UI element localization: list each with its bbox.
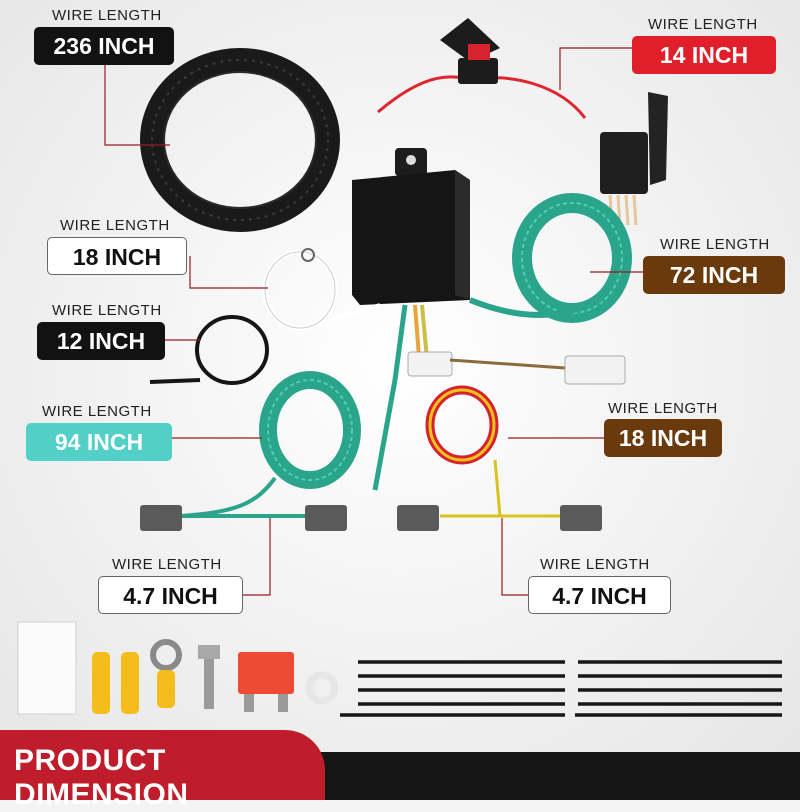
length-label-72: 72 INCH	[643, 256, 785, 294]
caption-top-right: WIRE LENGTH	[648, 16, 758, 33]
length-label-14: 14 INCH	[632, 36, 776, 74]
white-ground-wire-loop	[262, 248, 381, 331]
module-output-wires	[372, 304, 626, 491]
caption-left-mid: WIRE LENGTH	[52, 302, 162, 319]
caption-left-upper: WIRE LENGTH	[60, 217, 170, 234]
red-yellow-wire-coil	[425, 385, 560, 518]
caption-top-left: WIRE LENGTH	[52, 7, 162, 24]
black-ground-wire-loop	[149, 315, 269, 385]
caption-left-lower: WIRE LENGTH	[42, 403, 152, 420]
caption-right-lower: WIRE LENGTH	[608, 400, 718, 417]
black-wire-coil	[140, 48, 340, 232]
accessories-kit	[17, 621, 782, 717]
leader-lines	[104, 47, 643, 596]
banner-red-tab: PRODUCT DIMENSION	[0, 730, 325, 811]
caption-bottom-right: WIRE LENGTH	[540, 556, 650, 573]
green-flat-wire-coil-72	[468, 193, 632, 323]
banner-title: PRODUCT DIMENSION	[14, 744, 189, 811]
length-label-12: 12 INCH	[37, 322, 165, 360]
caption-right-upper: WIRE LENGTH	[660, 236, 770, 253]
caption-bottom-left: WIRE LENGTH	[112, 556, 222, 573]
banner-dark-strip	[300, 752, 800, 800]
length-label-18-white: 18 INCH	[47, 237, 187, 275]
green-flat-wire-coil-94	[179, 371, 361, 518]
length-label-94: 94 INCH	[26, 423, 172, 461]
length-label-236: 236 INCH	[34, 27, 174, 65]
length-label-4-7-right: 4.7 INCH	[528, 576, 671, 614]
converter-module	[352, 148, 470, 305]
length-label-4-7-left: 4.7 INCH	[98, 576, 243, 614]
length-label-18-brown: 18 INCH	[604, 419, 722, 457]
fuse-holder-wire	[377, 18, 587, 119]
vehicle-plug-connectors	[140, 505, 602, 531]
product-dimension-banner: PRODUCT DIMENSION	[0, 730, 800, 811]
